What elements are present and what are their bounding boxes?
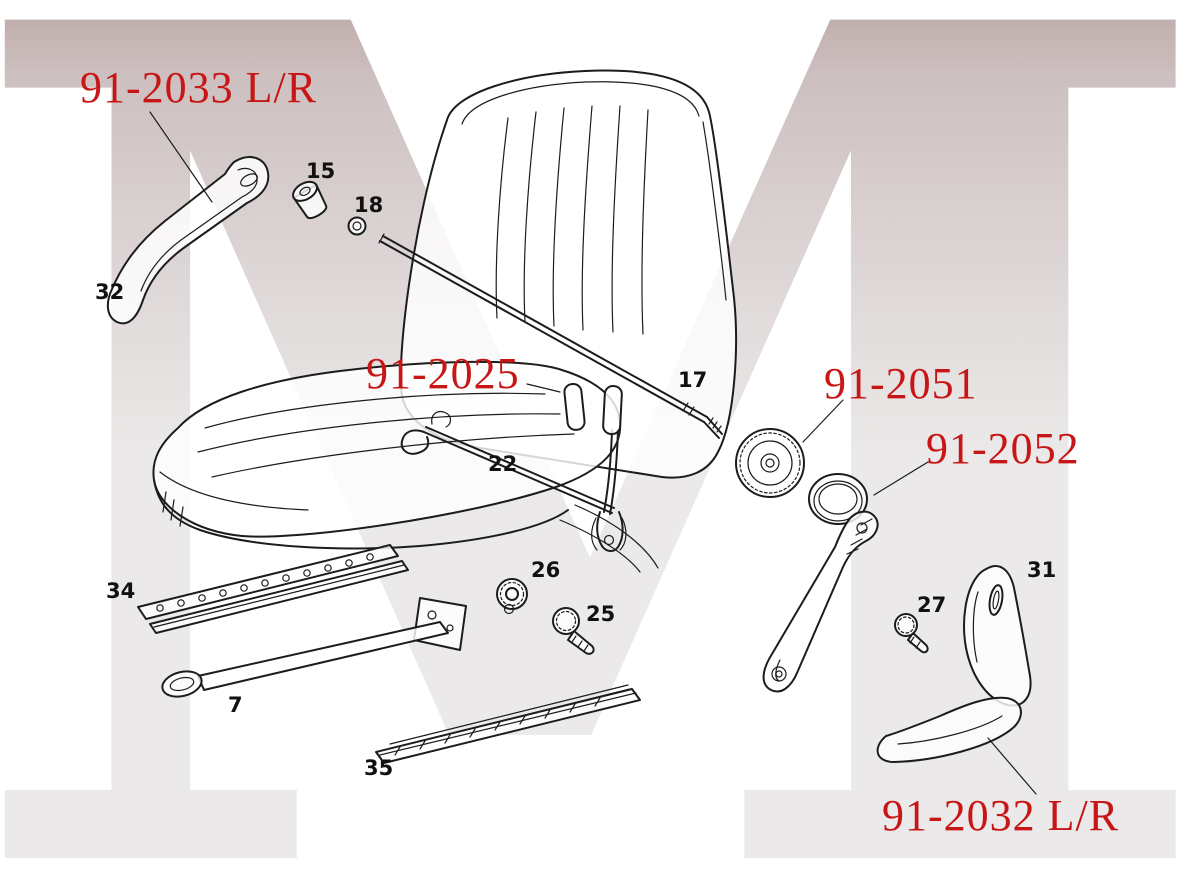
part-number-34: 34 [106, 579, 136, 603]
ring-91-2052 [808, 473, 868, 525]
knob-91-2051 [735, 428, 805, 498]
grip-91-2025 [563, 382, 623, 436]
part-number-17: 17 [678, 368, 708, 392]
bracket-91-2032 [876, 696, 1022, 763]
rail-35 [375, 684, 641, 764]
part-number-32: 32 [95, 280, 125, 304]
part-number-18: 18 [354, 193, 384, 217]
lever-22 [400, 411, 627, 552]
part-number-31: 31 [1027, 558, 1057, 582]
part-label-91-2025[interactable]: 91-2025 [366, 349, 520, 398]
screw-25 [552, 607, 595, 655]
part-label-91-2052[interactable]: 91-2052 [926, 424, 1080, 473]
part-number-15: 15 [306, 159, 336, 183]
bracket-32 [106, 156, 270, 325]
part-label-91-2033[interactable]: 91-2033 L/R [80, 63, 318, 112]
lever-7 [161, 597, 467, 698]
part-number-35: 35 [364, 756, 394, 780]
rail-34 [137, 544, 409, 634]
leader-lines [149, 111, 1037, 795]
rod-17 [378, 233, 723, 439]
part-label-91-2051[interactable]: 91-2051 [824, 359, 978, 408]
recliner-plate [762, 510, 879, 693]
washer-18 [347, 216, 367, 236]
part-number-27: 27 [917, 593, 947, 617]
part-label-91-2032[interactable]: 91-2032 L/R [882, 791, 1120, 840]
part-number-7: 7 [228, 693, 243, 717]
part-number-26: 26 [531, 558, 561, 582]
washer-26 [496, 578, 528, 615]
pin-15 [292, 180, 328, 219]
part-number-25: 25 [586, 602, 616, 626]
part-number-22: 22 [488, 452, 518, 476]
screw-27 [894, 613, 929, 654]
